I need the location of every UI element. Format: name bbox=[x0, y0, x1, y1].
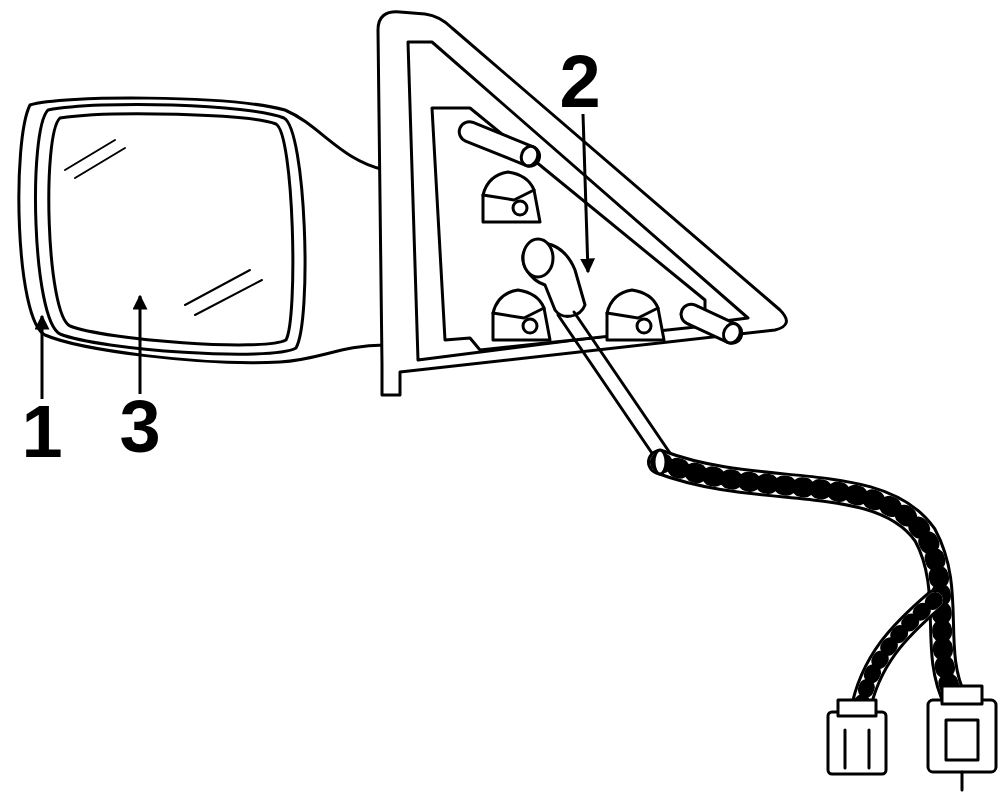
mirror-rim bbox=[36, 104, 306, 354]
wire bbox=[558, 312, 672, 462]
harness-branch-fill bbox=[860, 600, 935, 712]
connector-plug bbox=[828, 700, 886, 774]
harness-wrap bbox=[660, 462, 955, 700]
mirror-housing bbox=[19, 98, 385, 363]
leader-line bbox=[139, 296, 142, 394]
clip bbox=[483, 172, 540, 222]
callout-number: 1 bbox=[21, 395, 62, 469]
callout-number: 2 bbox=[559, 45, 600, 119]
stud bbox=[456, 119, 542, 169]
mount-plate bbox=[378, 12, 786, 395]
mount-inner bbox=[408, 42, 748, 360]
callout-number: 3 bbox=[119, 390, 160, 464]
stud bbox=[678, 301, 745, 347]
mirror-glass bbox=[49, 114, 293, 345]
mount-panel bbox=[432, 108, 705, 350]
harness-branch-wrap bbox=[860, 600, 935, 712]
clip bbox=[607, 290, 664, 340]
harness-outline bbox=[660, 462, 955, 700]
connector-plug bbox=[928, 686, 996, 790]
leader-line bbox=[583, 114, 588, 272]
leader-line bbox=[41, 316, 44, 399]
harness-branch-outline bbox=[860, 600, 935, 712]
harness-fill bbox=[660, 462, 955, 700]
clip bbox=[493, 290, 550, 340]
